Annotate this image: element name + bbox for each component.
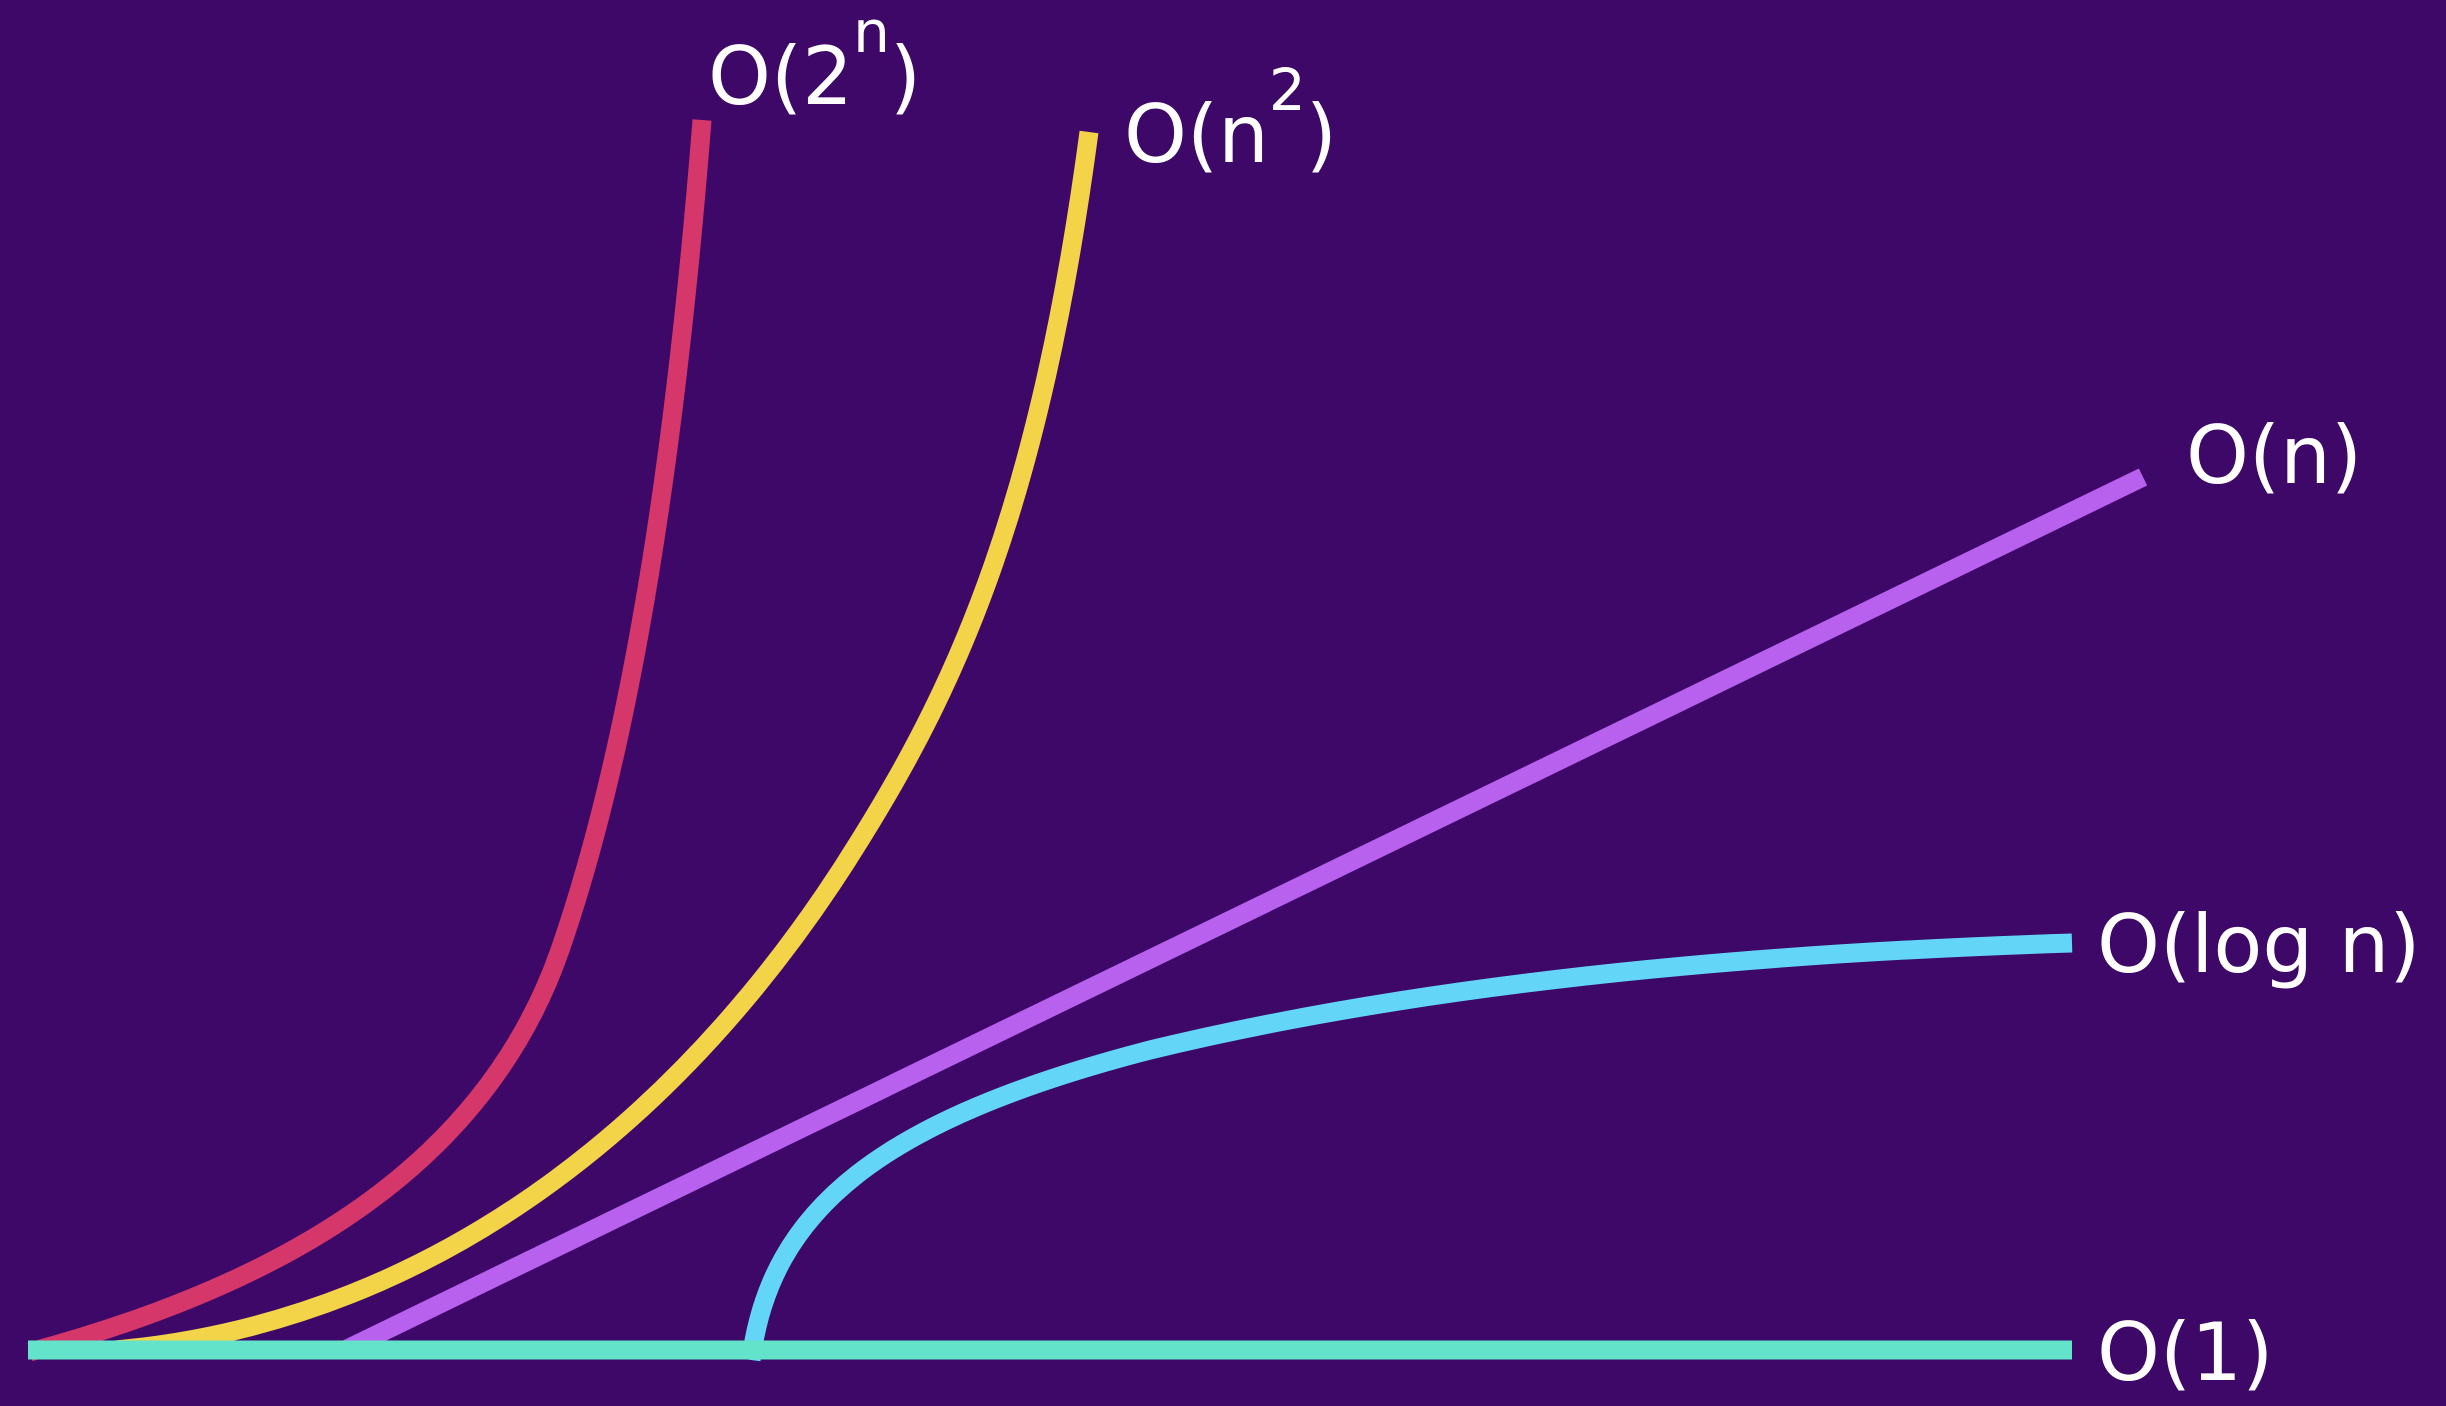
curve-quadratic (114, 130, 1099, 1360)
label-exponential: O(2n) (708, 0, 921, 123)
label-logarithmic: O(log n) (2097, 898, 2420, 991)
label-constant: O(1) (2097, 1306, 2273, 1399)
curve-exponential (27, 119, 712, 1362)
curve-linear (340, 468, 2148, 1359)
label-linear: O(n) (2186, 409, 2362, 502)
curve-logarithmic (741, 933, 2073, 1362)
label-quadratic: O(n2) (1124, 56, 1337, 181)
